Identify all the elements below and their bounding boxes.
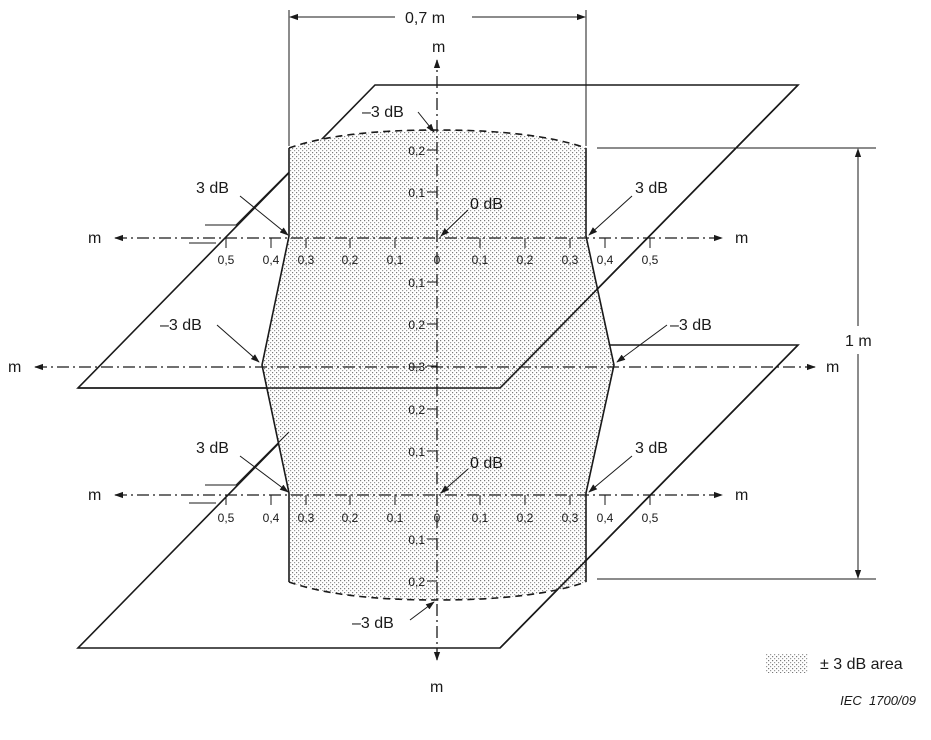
axis-label-top: m [432, 39, 445, 56]
tick-label: 0,5 [218, 253, 235, 267]
tick-label: 0,4 [597, 253, 614, 267]
tick-label: 0,4 [263, 253, 280, 267]
tick-label: 0,1 [408, 445, 425, 459]
level-label-middle-right: –3 dB [670, 317, 712, 334]
tick-label: 0,4 [263, 511, 280, 525]
tick-label: 0,2 [408, 403, 425, 417]
leader-top [417, 111, 435, 133]
leader-middle-left [216, 324, 260, 363]
legend-label: ± 3 dB area [820, 656, 903, 673]
tick-label: 0,3 [562, 253, 579, 267]
axis-label-upper-left: m [88, 230, 101, 247]
tick-label: 0,1 [408, 533, 425, 547]
leader-upper-right [588, 195, 633, 236]
tick-label: 0,5 [642, 253, 659, 267]
tick-label: 0,2 [517, 511, 534, 525]
leader-zero-upper [440, 209, 469, 237]
axis-label-middle-right: m [826, 359, 839, 376]
lower-axis-tick-labels: 0,5 0,4 0,3 0,2 0,1 0 0,1 0,2 0,3 0,4 0,… [218, 511, 659, 525]
axis-label-lower-left: m [88, 487, 101, 504]
level-label-lower-right: 3 dB [635, 440, 668, 457]
axis-label-upper-right: m [735, 230, 748, 247]
tick-label: 0,3 [298, 511, 315, 525]
axis-label-middle-left: m [8, 359, 21, 376]
tick-label: 0,3 [408, 360, 425, 374]
tick-label: 0,3 [562, 511, 579, 525]
lower-left-edge-stub [205, 431, 290, 486]
vertical-axis-ticks [427, 149, 437, 582]
leader-bottom [409, 601, 435, 621]
tick-label: 0,1 [472, 511, 489, 525]
tick-label: 0,2 [517, 253, 534, 267]
level-label-upper-right: 3 dB [635, 180, 668, 197]
figure-reference: IEC 1700/09 [840, 693, 916, 708]
tick-label: 0,2 [408, 144, 425, 158]
level-label-top: –3 dB [362, 104, 404, 121]
leader-middle-right [616, 324, 668, 363]
tick-label: 0,1 [408, 276, 425, 290]
tick-label: 0,1 [472, 253, 489, 267]
axis-label-bottom: m [430, 679, 443, 696]
tick-label: 0,4 [597, 511, 614, 525]
tick-label: 0,2 [408, 318, 425, 332]
level-label-bottom: –3 dB [352, 615, 394, 632]
width-dimension-label: 0,7 m [405, 10, 445, 27]
tick-label: 0,3 [298, 253, 315, 267]
tick-label: 0,1 [387, 511, 404, 525]
level-label-zero-upper: 0 dB [470, 196, 503, 213]
vertical-axis-tick-labels: 0,2 0,1 0,1 0,2 0,3 0,2 0,1 0,1 0,2 [408, 144, 425, 589]
level-label-zero-lower: 0 dB [470, 455, 503, 472]
level-label-upper-left: 3 dB [196, 180, 229, 197]
tick-label: 0 [434, 511, 441, 525]
leader-lower-right [588, 455, 633, 493]
tick-label: 0 [434, 253, 441, 267]
height-dimension-label: 1 m [845, 333, 872, 350]
tick-label: 0,5 [218, 511, 235, 525]
plus-minus-3db-area-pattern [262, 130, 614, 600]
tick-label: 0,2 [342, 253, 359, 267]
tick-label: 0,2 [408, 575, 425, 589]
upper-left-edge-stub [205, 171, 290, 226]
leader-lower-left [239, 455, 289, 493]
axis-label-lower-right: m [735, 487, 748, 504]
level-label-middle-left: –3 dB [160, 317, 202, 334]
tick-label: 0,5 [642, 511, 659, 525]
tick-label: 0,1 [387, 253, 404, 267]
tick-label: 0,1 [408, 186, 425, 200]
level-label-lower-left: 3 dB [196, 440, 229, 457]
upper-axis-tick-labels: 0,5 0,4 0,3 0,2 0,1 0 0,1 0,2 0,3 0,4 0,… [218, 253, 659, 267]
tick-label: 0,2 [342, 511, 359, 525]
leader-zero-lower [440, 468, 469, 494]
legend-swatch [766, 654, 808, 673]
lower-axis-ticks [225, 495, 651, 505]
upper-axis-ticks [225, 238, 651, 248]
leader-upper-left [239, 195, 289, 236]
